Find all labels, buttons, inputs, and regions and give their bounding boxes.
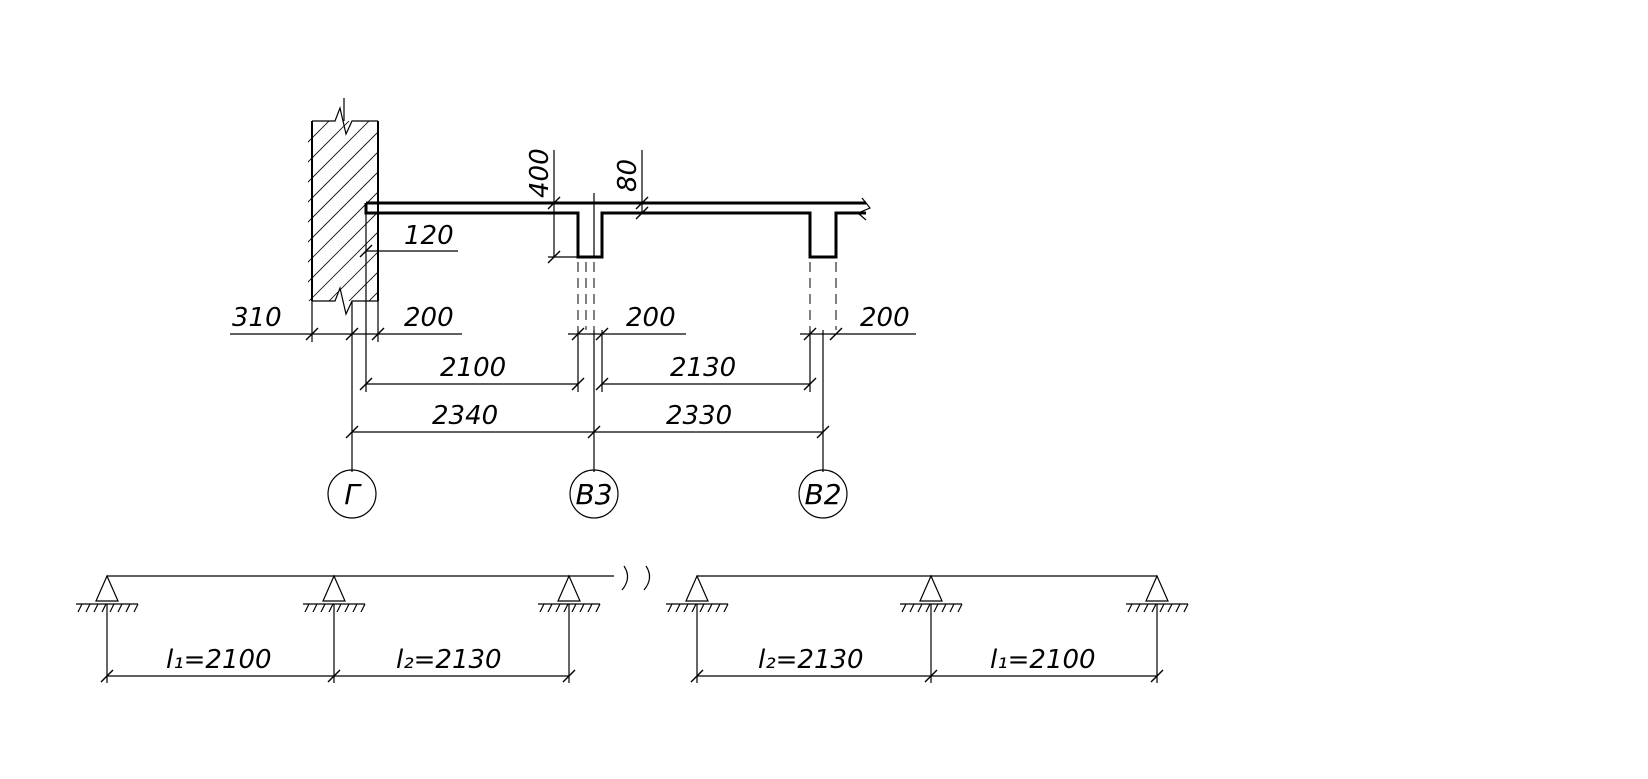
dim-400-label: 400	[525, 148, 555, 198]
support-5	[900, 574, 963, 613]
dim-200-label-1: 200	[404, 303, 454, 333]
axis-marker-v2: В2	[798, 469, 848, 519]
support-1	[76, 574, 139, 613]
axis-label-v3: В3	[575, 478, 612, 511]
dim-310-label: 310	[232, 303, 282, 333]
dim-200-label-3: 200	[860, 303, 910, 333]
dim-2130-label: 2130	[670, 353, 736, 383]
dim-row-2: 2100 2130	[359, 258, 817, 392]
span-label-l2-right: l₂=2130	[758, 645, 864, 675]
support-3	[538, 574, 601, 613]
span-dims-right: l₂=2130 l₁=2100	[690, 604, 1164, 683]
dim-120-label: 120	[404, 221, 454, 251]
dim-80-label: 80	[613, 159, 643, 192]
calc-scheme: l₁=2100 l₂=2130 l₂=2130 l₁=2100	[76, 565, 1189, 683]
axis-marker-g: Г	[327, 469, 377, 519]
axis-label-g: Г	[344, 478, 362, 511]
span-dims-left: l₁=2100 l₂=2130	[100, 604, 576, 683]
dim-row-1: 310 200 200 200	[230, 301, 916, 342]
ribbed-slab	[364, 197, 871, 259]
span-label-l1-left: l₁=2100	[166, 645, 272, 675]
dim-slab-thickness: 80	[613, 150, 649, 220]
slab-section: 400 80 120 310 200	[230, 98, 916, 519]
axis-label-v2: В2	[804, 478, 841, 511]
span-label-l1-right: l₁=2100	[990, 645, 1096, 675]
brick-wall	[308, 98, 379, 316]
dim-rib-height: 400	[525, 148, 578, 264]
dim-bearing: 120	[359, 213, 458, 258]
axis-marker-v3: В3	[569, 469, 619, 519]
span-label-l2-left: l₂=2130	[396, 645, 502, 675]
dim-2340-label: 2340	[432, 401, 498, 431]
dim-200-label-2: 200	[626, 303, 676, 333]
dim-2330-label: 2330	[666, 401, 732, 431]
dim-2100-label: 2100	[440, 353, 506, 383]
dim-row-3: 2340 2330	[345, 330, 830, 472]
